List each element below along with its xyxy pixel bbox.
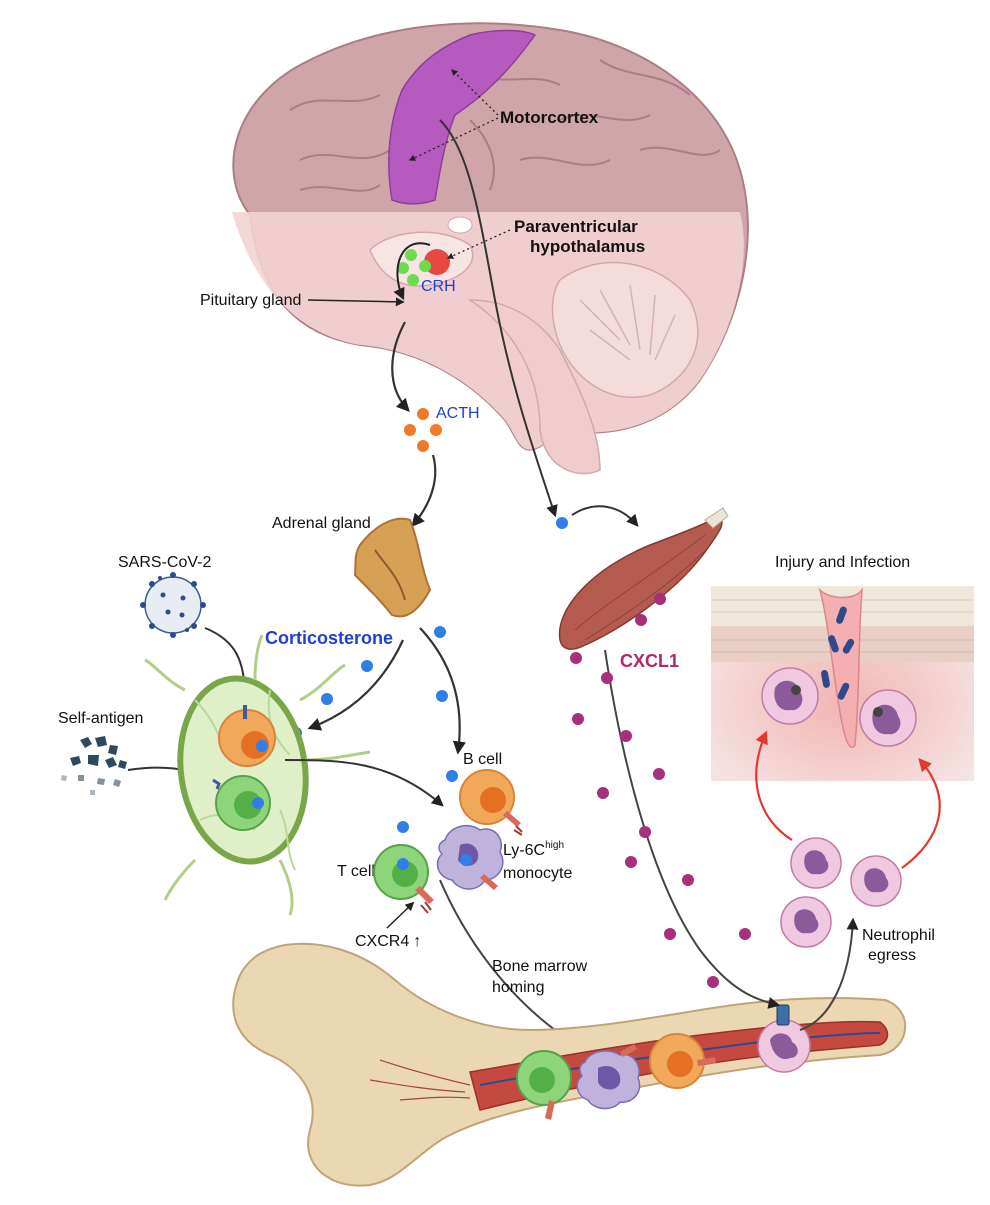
lymphnode-cell-orange xyxy=(218,705,276,767)
t-cell-label: T cell xyxy=(337,863,375,880)
acth-label: ACTH xyxy=(436,405,480,422)
neutrophil-egress-label-line2: egress xyxy=(868,947,916,964)
pvh-label-line2: hypothalamus xyxy=(530,237,645,256)
corticosterone-label: Corticosterone xyxy=(265,628,393,648)
ly6c-label-line2: monocyte xyxy=(503,865,572,882)
cxcr4-label: CXCR4↑ xyxy=(355,933,421,950)
self-antigen-label: Self-antigen xyxy=(58,710,143,727)
neutrophil-recruitment-arrow-left xyxy=(755,730,793,841)
cerebellum xyxy=(551,261,699,398)
ly6c-monocyte xyxy=(436,824,504,890)
sars-label: SARS-CoV-2 xyxy=(118,554,211,571)
motorcortex-pointer-2 xyxy=(408,117,499,161)
ly6c-label-main: Ly-6Chigh xyxy=(503,840,564,859)
motorcortex-region xyxy=(388,29,537,205)
bone xyxy=(232,942,907,1187)
bm-neutrophil xyxy=(757,1004,811,1073)
bone-marrow-homing-label-line1: Bone marrow xyxy=(492,958,588,975)
lymphnode-cell-green xyxy=(212,775,271,831)
b-cell-label: B cell xyxy=(463,751,502,768)
b-cell xyxy=(459,769,523,836)
motor-signal-dot xyxy=(556,517,568,529)
adrenal-to-bcell-arrow xyxy=(419,627,466,755)
pituitary-label: Pituitary gland xyxy=(200,292,301,309)
neutrophil-egress-label-line1: Neutrophil xyxy=(862,927,935,944)
skeletal-muscle xyxy=(558,507,729,650)
acth-to-adrenal-arrow xyxy=(411,454,437,528)
neutrophil-egress-arrow xyxy=(799,917,859,1031)
bm-t-cell xyxy=(516,1050,572,1120)
crh-dots xyxy=(397,249,431,286)
pituitary-to-acth-arrow xyxy=(391,321,410,412)
self-antigen-fragments xyxy=(61,736,127,795)
brain xyxy=(232,22,749,475)
crh-to-pituitary-arrow xyxy=(393,242,431,301)
bm-monocyte xyxy=(576,1044,641,1110)
bone-marrow-homing-label-line2: homing xyxy=(492,979,544,996)
bm-b-cell xyxy=(649,1033,716,1089)
pvh-label-line1: Paraventricular xyxy=(514,217,638,236)
injury-infection-label: Injury and Infection xyxy=(775,554,910,571)
neutrophil-recruitment-arrow-right xyxy=(901,758,941,869)
adrenal-to-lymphnode-arrow xyxy=(307,639,404,731)
skin-injury-panel xyxy=(711,586,974,781)
crh-label: CRH xyxy=(421,278,456,295)
cxcr4-pointer xyxy=(386,901,415,929)
pituitary-pointer xyxy=(307,297,405,307)
cxcl1-label: CXCL1 xyxy=(620,651,679,671)
adrenal-label: Adrenal gland xyxy=(272,515,371,532)
cxcl1-dots xyxy=(570,593,751,988)
circulating-neutrophils xyxy=(780,837,902,948)
corticosterone-dots xyxy=(290,626,458,833)
motorcortex-label: Motorcortex xyxy=(500,108,599,127)
lymph-node xyxy=(144,634,371,916)
adrenal-gland xyxy=(353,517,432,618)
paraventricular-hypothalamus xyxy=(424,249,450,275)
signal-to-muscle-arrow xyxy=(571,505,639,527)
motorcortex-pointer-1 xyxy=(451,69,499,116)
lymphnode-to-bcell-arrow xyxy=(284,759,444,807)
cxcl1-to-bone-arrow xyxy=(604,649,781,1009)
pvh-pointer xyxy=(446,229,511,259)
acth-dots xyxy=(404,408,442,452)
motorcortex-to-muscle-pathway xyxy=(439,119,558,518)
t-cell xyxy=(373,844,434,914)
sars-cov-2-virus xyxy=(140,572,206,638)
